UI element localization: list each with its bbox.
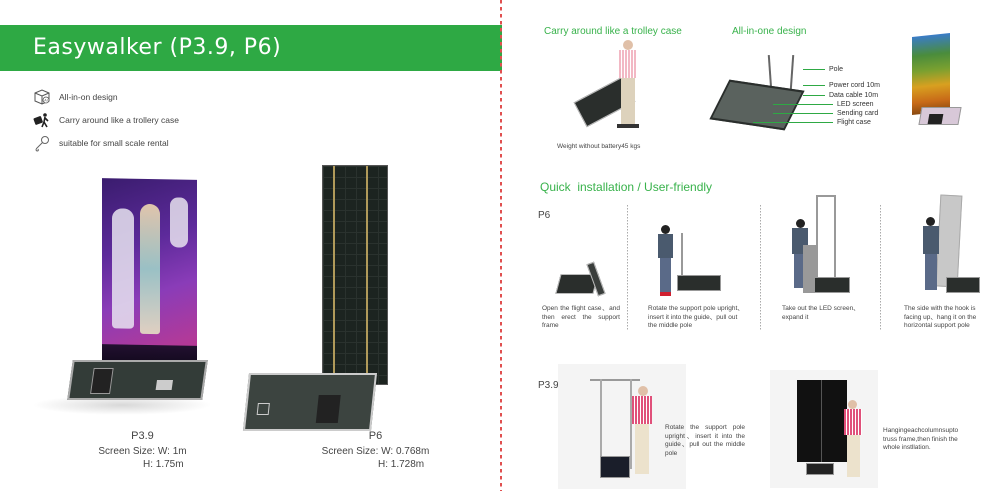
svg-text:AI: AI xyxy=(44,98,47,102)
p6-height: H: 1.728m xyxy=(378,459,425,470)
callout-led-screen: LED screen xyxy=(773,101,874,108)
p6-step4-photo xyxy=(920,194,985,300)
right-page: Carry around like a trolley case Weight … xyxy=(500,0,1000,491)
p6-step3-photo xyxy=(788,195,853,300)
p39-step2-photo xyxy=(770,370,878,488)
led-screen-panel xyxy=(322,165,388,385)
trolley-heading: Carry around like a trolley case xyxy=(544,26,682,37)
callout-label: Power cord 10m xyxy=(829,82,880,89)
flower-screen-photo xyxy=(910,33,965,130)
p39-width: W: 1m xyxy=(157,446,187,457)
p39-step1-text: Rotate the support pole upright、insert i… xyxy=(665,424,745,457)
flight-case-open xyxy=(242,373,378,431)
flight-case xyxy=(67,360,208,400)
left-page: Easywalker (P3.9, P6) AI All-in-on desig… xyxy=(0,25,502,471)
feature-label: Carry around like a trollery case xyxy=(59,114,179,125)
p6-caption: P6 Screen Size: W: 0.768m H: 1.728m xyxy=(318,430,433,471)
p39-caption: P3.9 Screen Size: W: 1m H: 1.75m xyxy=(85,430,200,471)
page-divider xyxy=(500,0,502,491)
p6-install-label: P6 xyxy=(538,210,551,221)
p39-height: H: 1.75m xyxy=(143,459,184,470)
step-divider xyxy=(627,205,628,330)
p39-model-label: P3.9 xyxy=(131,430,154,442)
callout-data-cable: Data cable 10m xyxy=(803,92,878,99)
p39-install-label: P3.9 xyxy=(538,380,559,391)
p39-product-image xyxy=(22,170,222,420)
callout-label: Data cable 10m xyxy=(829,92,879,99)
feature-list: AI All-in-on design Carry around like a … xyxy=(33,85,179,154)
title-banner: Easywalker (P3.9, P6) xyxy=(0,25,502,71)
p6-product-image xyxy=(240,155,400,445)
feature-item: Carry around like a trollery case xyxy=(33,108,179,131)
page-title: Easywalker (P3.9, P6) xyxy=(33,35,282,60)
feature-item: suitable for small scale rental xyxy=(33,131,179,154)
p39-step2-text: Hangingeachcolumnsupto truss frame,then … xyxy=(883,427,959,451)
p6-step1-text: Open the flight case、and then erect the … xyxy=(542,305,620,329)
p6-step2-photo xyxy=(655,225,725,300)
feature-label: suitable for small scale rental xyxy=(59,137,169,148)
callout-sending-card: Sending card xyxy=(773,110,878,117)
feature-label: All-in-on design xyxy=(59,91,118,102)
step-divider xyxy=(880,205,881,330)
p6-step3-text: Take out the LED screen、expand it xyxy=(782,305,860,321)
callout-label: Sending card xyxy=(837,110,879,117)
weight-caption: Weight without battery45 kgs xyxy=(557,143,641,150)
microphone-icon xyxy=(33,134,51,152)
screen-size-label: Screen Size: xyxy=(98,446,156,457)
trolley-carry-icon xyxy=(33,111,51,129)
callout-label: Pole xyxy=(829,66,844,73)
p39-step1-photo xyxy=(558,364,686,489)
callout-power-cord: Power cord 10m xyxy=(803,82,880,89)
p6-step4-text: The side with the hook is facing up、hang… xyxy=(904,305,977,329)
allinone-heading: All-in-one design xyxy=(732,26,807,37)
feature-item: AI All-in-on design xyxy=(33,85,179,108)
callout-pole: Pole xyxy=(803,66,843,73)
callout-label: Flight case xyxy=(837,119,871,126)
trolley-photo xyxy=(573,40,655,135)
p6-size-row: Screen Size: W: 0.768m xyxy=(318,445,433,458)
install-heading: Quick installation / User-friendly xyxy=(540,180,713,194)
callout-label: LED screen xyxy=(837,101,874,108)
p6-step2-text: Rotate the support pole upright、insert i… xyxy=(648,305,744,329)
led-screen-display xyxy=(102,178,197,368)
p6-width: W: 0.768m xyxy=(381,446,430,457)
p6-model-label: P6 xyxy=(368,430,383,442)
box-ai-icon: AI xyxy=(33,88,51,106)
callout-flight-case: Flight case xyxy=(753,119,871,126)
screen-size-label: Screen Size: xyxy=(321,446,379,457)
step-divider xyxy=(760,205,761,330)
p39-size-row: Screen Size: W: 1m xyxy=(85,445,200,458)
p6-step1-photo xyxy=(555,261,606,298)
